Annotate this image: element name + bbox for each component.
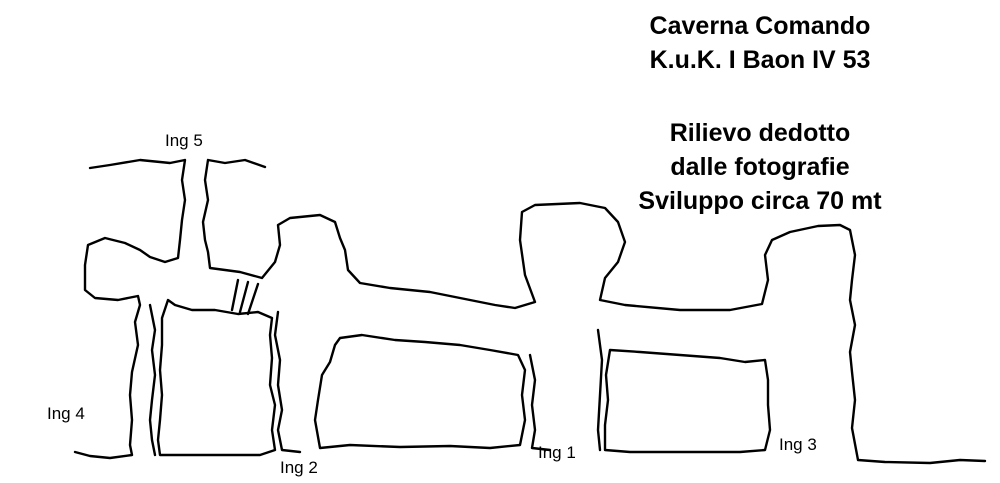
cave-outer-wall <box>201 158 987 465</box>
cave-ing3-wall <box>596 328 604 452</box>
title-block: Caverna Comando K.u.K. I Baon IV 53 <box>560 9 960 77</box>
cave-ing4-inner-wall <box>148 303 157 457</box>
entrance-label-1: Ing 1 <box>538 443 576 462</box>
note-line-2: dalle fotografie <box>670 153 850 181</box>
cave-hatch-marks <box>230 278 260 316</box>
cave-pillar-right <box>603 348 772 454</box>
note-line-1: Rilievo dedotto <box>669 119 851 147</box>
title-line-1: Caverna Comando <box>649 12 871 40</box>
title-line-2: K.u.K. I Baon IV 53 <box>649 46 871 74</box>
entrance-label-2: Ing 2 <box>280 458 318 477</box>
note-line-3: Sviluppo circa 70 mt <box>638 187 882 215</box>
entrance-label-4: Ing 4 <box>47 404 85 423</box>
cave-ing1-wall <box>528 353 552 452</box>
notes-block: Rilievo dedotto dalle fotografie Svilupp… <box>560 116 960 218</box>
cave-central-wall <box>156 298 277 457</box>
cave-ing5-ing4-wall <box>73 158 187 460</box>
cave-pillar-center <box>313 333 527 450</box>
entrance-label-5: Ing 5 <box>165 131 203 150</box>
entrance-label-3: Ing 3 <box>779 435 817 454</box>
cave-ing2-wall <box>273 310 302 454</box>
